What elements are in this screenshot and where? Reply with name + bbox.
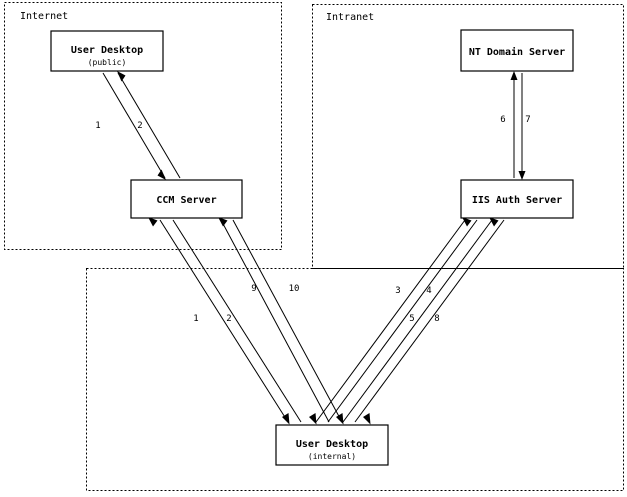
node-user-desktop-internal[interactable]: User Desktop (internal) (275, 424, 389, 466)
zone-label-internet: Internet (20, 11, 68, 22)
edge-nt-6-arrowhead (510, 71, 518, 80)
edge-nt-7 (518, 73, 526, 180)
edge-public-1-line (102, 72, 166, 179)
edge-label-1-public: 1 (95, 121, 100, 131)
node-ccm-server[interactable]: CCM Server (130, 179, 243, 219)
node-iis-auth-server[interactable]: IIS Auth Server (460, 179, 574, 219)
edge-4-line (327, 219, 478, 423)
edge-4-arrowhead (309, 413, 317, 425)
edge-10-line (232, 219, 343, 423)
edge-8-arrowhead (363, 413, 371, 425)
zone-internet-border (4, 2, 282, 250)
edge-label-8: 8 (434, 314, 439, 324)
node-user-desktop-public-subtitle: (public) (88, 58, 127, 67)
edge-public-1 (102, 72, 166, 180)
edge-3 (315, 217, 472, 423)
edge-4 (309, 219, 478, 425)
edge-10-arrowhead (336, 413, 344, 425)
edge-internal-2-line (172, 219, 302, 423)
edge-internal-1 (159, 219, 290, 425)
zone-label-intranet: Intranet (326, 12, 374, 23)
edge-label-9: 9 (251, 284, 256, 294)
edge-label-3: 3 (395, 286, 400, 296)
node-user-desktop-public[interactable]: User Desktop (public) (50, 30, 164, 72)
edge-label-7: 7 (525, 115, 530, 125)
edge-internal-2-arrowhead (148, 217, 158, 227)
edge-5-arrowhead (489, 217, 499, 227)
edge-public-2-line (117, 72, 181, 179)
node-iis-auth-server-title: IIS Auth Server (472, 195, 562, 206)
node-user-desktop-internal-subtitle: (internal) (308, 452, 356, 461)
node-ccm-server-title: CCM Server (156, 195, 216, 206)
edge-public-1-arrowhead (157, 169, 166, 180)
edge-label-2-internal: 2 (226, 314, 231, 324)
edge-label-2-public: 2 (137, 121, 142, 131)
edge-nt-6 (510, 71, 518, 178)
edge-label-group: 1 2 6 7 9 10 1 2 3 4 5 8 (95, 115, 530, 324)
edge-9-line (220, 219, 330, 423)
edge-label-10: 10 (289, 284, 300, 294)
node-ccm-server-box[interactable] (130, 179, 243, 219)
zone-internal-lan-border (86, 268, 624, 491)
node-user-desktop-internal-title: User Desktop (296, 439, 368, 450)
node-nt-domain-server[interactable]: NT Domain Server (460, 29, 574, 72)
edge-3-line (315, 219, 466, 423)
edge-nt-7-arrowhead (518, 171, 526, 180)
edge-8-line (354, 219, 505, 423)
edge-label-4: 4 (426, 286, 431, 296)
edge-9 (218, 217, 330, 423)
edge-public-2 (117, 71, 181, 179)
node-user-desktop-public-title: User Desktop (71, 45, 143, 56)
node-user-desktop-public-box[interactable] (50, 30, 164, 72)
edge-label-6: 6 (500, 115, 505, 125)
zone-group (4, 2, 624, 491)
node-user-desktop-internal-box[interactable] (275, 424, 389, 466)
edge-10 (232, 219, 344, 425)
edge-internal-2 (148, 217, 302, 423)
edge-internal-1-line (159, 219, 289, 423)
edge-5 (342, 217, 499, 423)
node-nt-domain-server-box[interactable] (460, 29, 574, 72)
edge-public-2-arrowhead (117, 71, 126, 82)
edge-label-5: 5 (409, 314, 414, 324)
node-group: User Desktop (public) CCM Server NT Doma… (50, 29, 574, 466)
edge-label-1-internal: 1 (193, 314, 198, 324)
edge-9-arrowhead (218, 217, 228, 227)
zone-intranet-border (312, 4, 624, 269)
edge-8 (354, 219, 505, 425)
edge-5-line (342, 219, 493, 423)
node-iis-auth-server-box[interactable] (460, 179, 574, 219)
edge-internal-1-arrowhead (282, 413, 290, 425)
edge-3-arrowhead (462, 217, 472, 227)
edge-group (102, 71, 526, 425)
node-nt-domain-server-title: NT Domain Server (469, 46, 565, 58)
